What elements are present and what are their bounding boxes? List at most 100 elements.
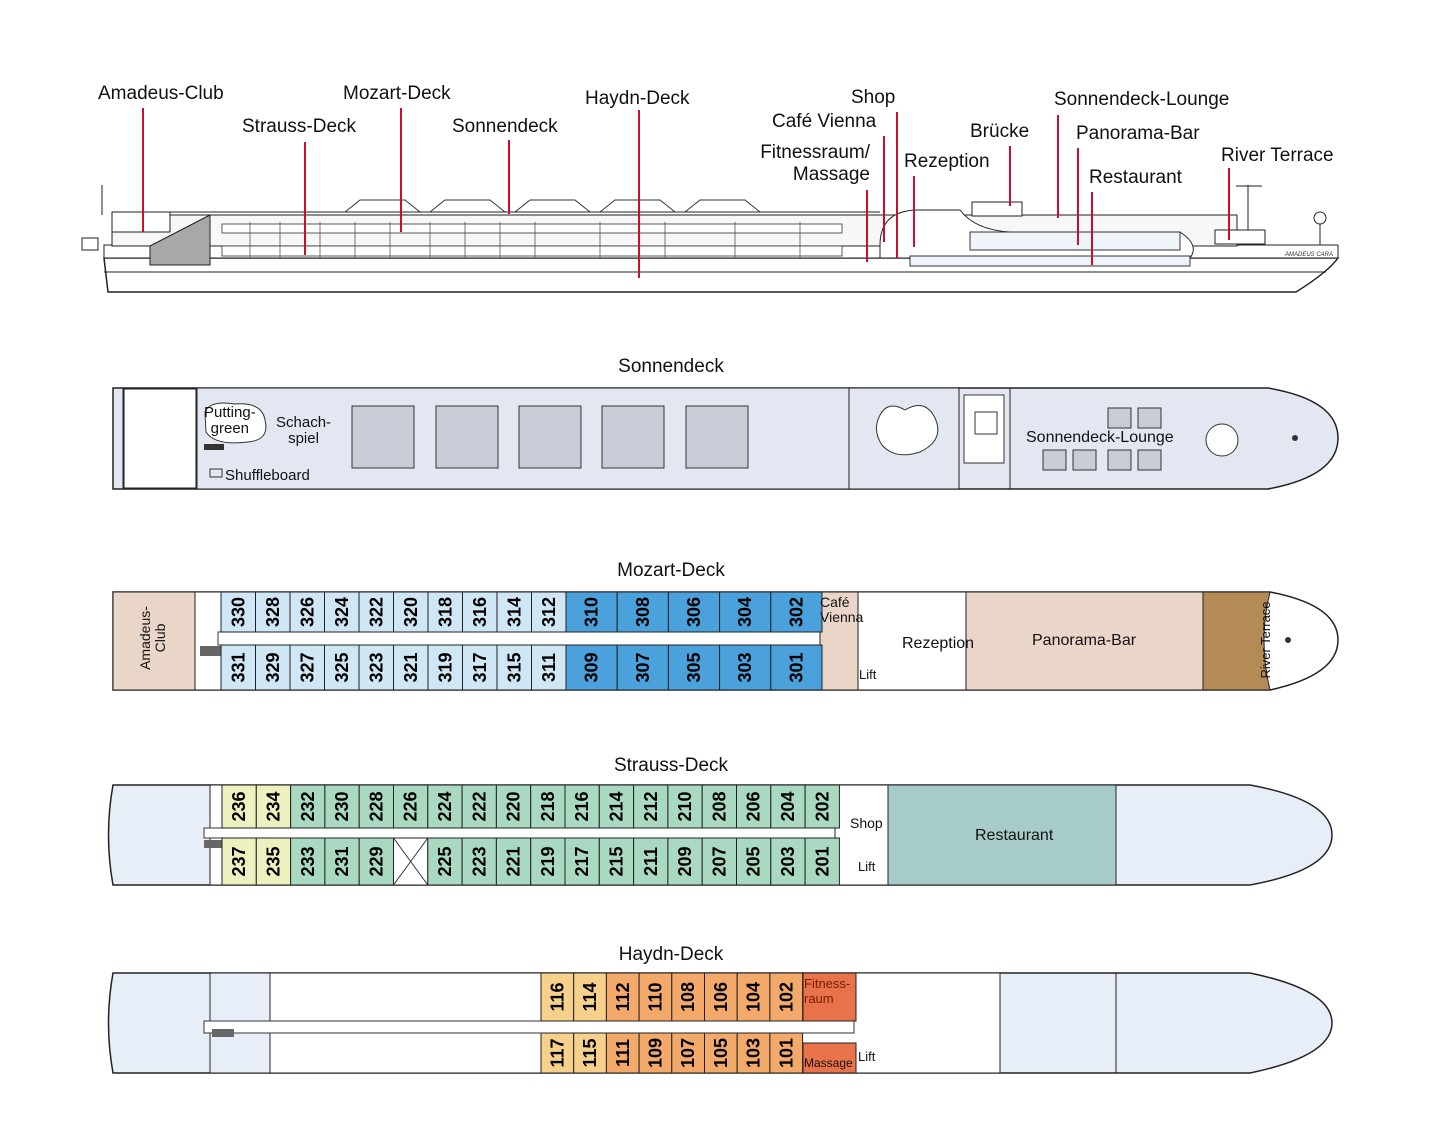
cabin-cell: [736, 1032, 771, 1074]
label-bruecke: Brücke: [970, 121, 1030, 142]
profile-sunshades: [344, 199, 761, 213]
cabin-number: 316: [470, 597, 490, 627]
cabin-number: 309: [582, 652, 602, 682]
cabin-cell: [671, 972, 705, 1022]
cabin-cell: [289, 591, 325, 633]
cabin-cell: [540, 972, 575, 1022]
cabin-number: 215: [606, 846, 626, 876]
cabin-cell: [461, 784, 497, 829]
cabin-number: 320: [401, 597, 421, 627]
cabin-cell: [221, 784, 257, 829]
cabin-cell: [719, 644, 772, 691]
cabin-number: 229: [366, 846, 386, 876]
label-schachspiel: Schach- spiel: [276, 415, 331, 447]
cabin-number: 326: [297, 597, 317, 627]
cabin-number: 224: [435, 791, 455, 821]
leader-lines: [142, 108, 1230, 278]
cabin-number: 231: [332, 846, 352, 876]
cabin-number: 101: [776, 1038, 796, 1068]
label-shop: Shop: [851, 87, 896, 108]
cabin-number: 203: [778, 846, 798, 876]
cabin-number: 237: [229, 846, 249, 876]
cabin-cell: [573, 972, 607, 1022]
label-fitness-line1: Fitness-: [804, 976, 851, 991]
label-massage-plan: Massage: [804, 1056, 853, 1070]
cabin-number: 207: [709, 846, 729, 876]
cabin-number: 220: [504, 791, 524, 821]
cabin-number: 311: [539, 653, 559, 682]
label-putting-green: Putting- green: [204, 405, 256, 437]
label-haydn-deck: Haydn-Deck: [585, 88, 690, 109]
cabin-cell: [638, 1032, 673, 1074]
label-rezeption-plan: Rezeption: [902, 635, 975, 652]
cabin-number: 319: [435, 652, 455, 682]
cabin-cell: [633, 837, 669, 886]
cabin-number: 301: [786, 652, 806, 682]
cabin-cell: [427, 837, 463, 886]
label-shuffleboard: Shuffleboard: [225, 467, 310, 484]
cabin-number: 304: [735, 597, 755, 627]
cabin-number: 315: [504, 652, 524, 682]
cabin-number: 216: [572, 791, 592, 821]
cabin-number: 328: [263, 597, 283, 627]
label-schach-line2: spiel: [288, 430, 319, 447]
cabin-number: 209: [675, 846, 695, 876]
cabin-cell: [704, 972, 738, 1022]
cabin-number: 329: [263, 652, 283, 682]
cabin-number: 321: [401, 652, 421, 682]
cabin-cell: [616, 591, 669, 633]
cabin-cell: [804, 837, 840, 886]
cabin-cell: [221, 837, 257, 886]
label-cafe-line2: Vienna: [820, 609, 864, 625]
label-fitnessraum-plan: Fitness- raum: [804, 976, 850, 1006]
strauss-title: Strauss-Deck: [613, 755, 729, 776]
cabin-number: 331: [228, 652, 248, 682]
cabin-number: 327: [297, 652, 317, 682]
cabin-number: 233: [298, 846, 318, 876]
cabin-cell: [769, 972, 804, 1022]
label-mozart-deck: Mozart-Deck: [343, 83, 451, 104]
cabin-number: 228: [366, 791, 386, 821]
ship-name-plate: AMADEUS CARA: [1284, 252, 1333, 258]
cabin-number: 201: [812, 846, 832, 876]
cabin-cell: [704, 1032, 738, 1074]
label-cafe-vienna-plan: Café Vienna: [820, 595, 863, 625]
label-schach-line1: Schach-: [276, 414, 332, 431]
cabin-cell: [671, 1032, 705, 1074]
cabin-cell: [667, 591, 721, 633]
cabin-cell: [495, 837, 532, 886]
cabin-number: 210: [675, 791, 695, 821]
cabin-cell: [667, 644, 721, 691]
cabin-cell: [324, 837, 360, 886]
cabin-number: 117: [547, 1038, 567, 1067]
label-fitnessraum: Fitnessraum/ Massage: [738, 142, 870, 186]
cabin-cell: [358, 591, 394, 633]
cabin-cell: [358, 837, 395, 886]
cabin-number: 235: [263, 846, 283, 876]
cabin-number: 223: [469, 846, 489, 876]
stairwell-cross: [393, 837, 429, 886]
cabin-number: 226: [401, 791, 421, 821]
cabin-number: 111: [613, 1039, 633, 1067]
cabin-cell: [393, 784, 429, 829]
cabin-cell: [495, 784, 532, 829]
label-lift-strauss: Lift: [858, 859, 876, 874]
cabin-number: 109: [645, 1038, 665, 1068]
cabin-number: 206: [744, 791, 764, 821]
cabin-cell: [540, 1032, 575, 1074]
cabin-cell: [770, 784, 806, 829]
cabin-cell: [427, 591, 463, 633]
label-cafe-line1: Café: [820, 594, 850, 610]
cabin-number: 219: [538, 846, 558, 876]
cabin-cell: [605, 972, 640, 1022]
label-fitnessraum-line2: Massage: [792, 164, 870, 185]
cabin-number: 217: [572, 846, 592, 876]
sonnendeck-plan: [112, 387, 1339, 490]
cabin-cell: [701, 837, 738, 886]
label-club-line2: Club: [152, 623, 168, 653]
cabin-number: 325: [332, 652, 352, 682]
cabin-number: 230: [332, 791, 352, 821]
